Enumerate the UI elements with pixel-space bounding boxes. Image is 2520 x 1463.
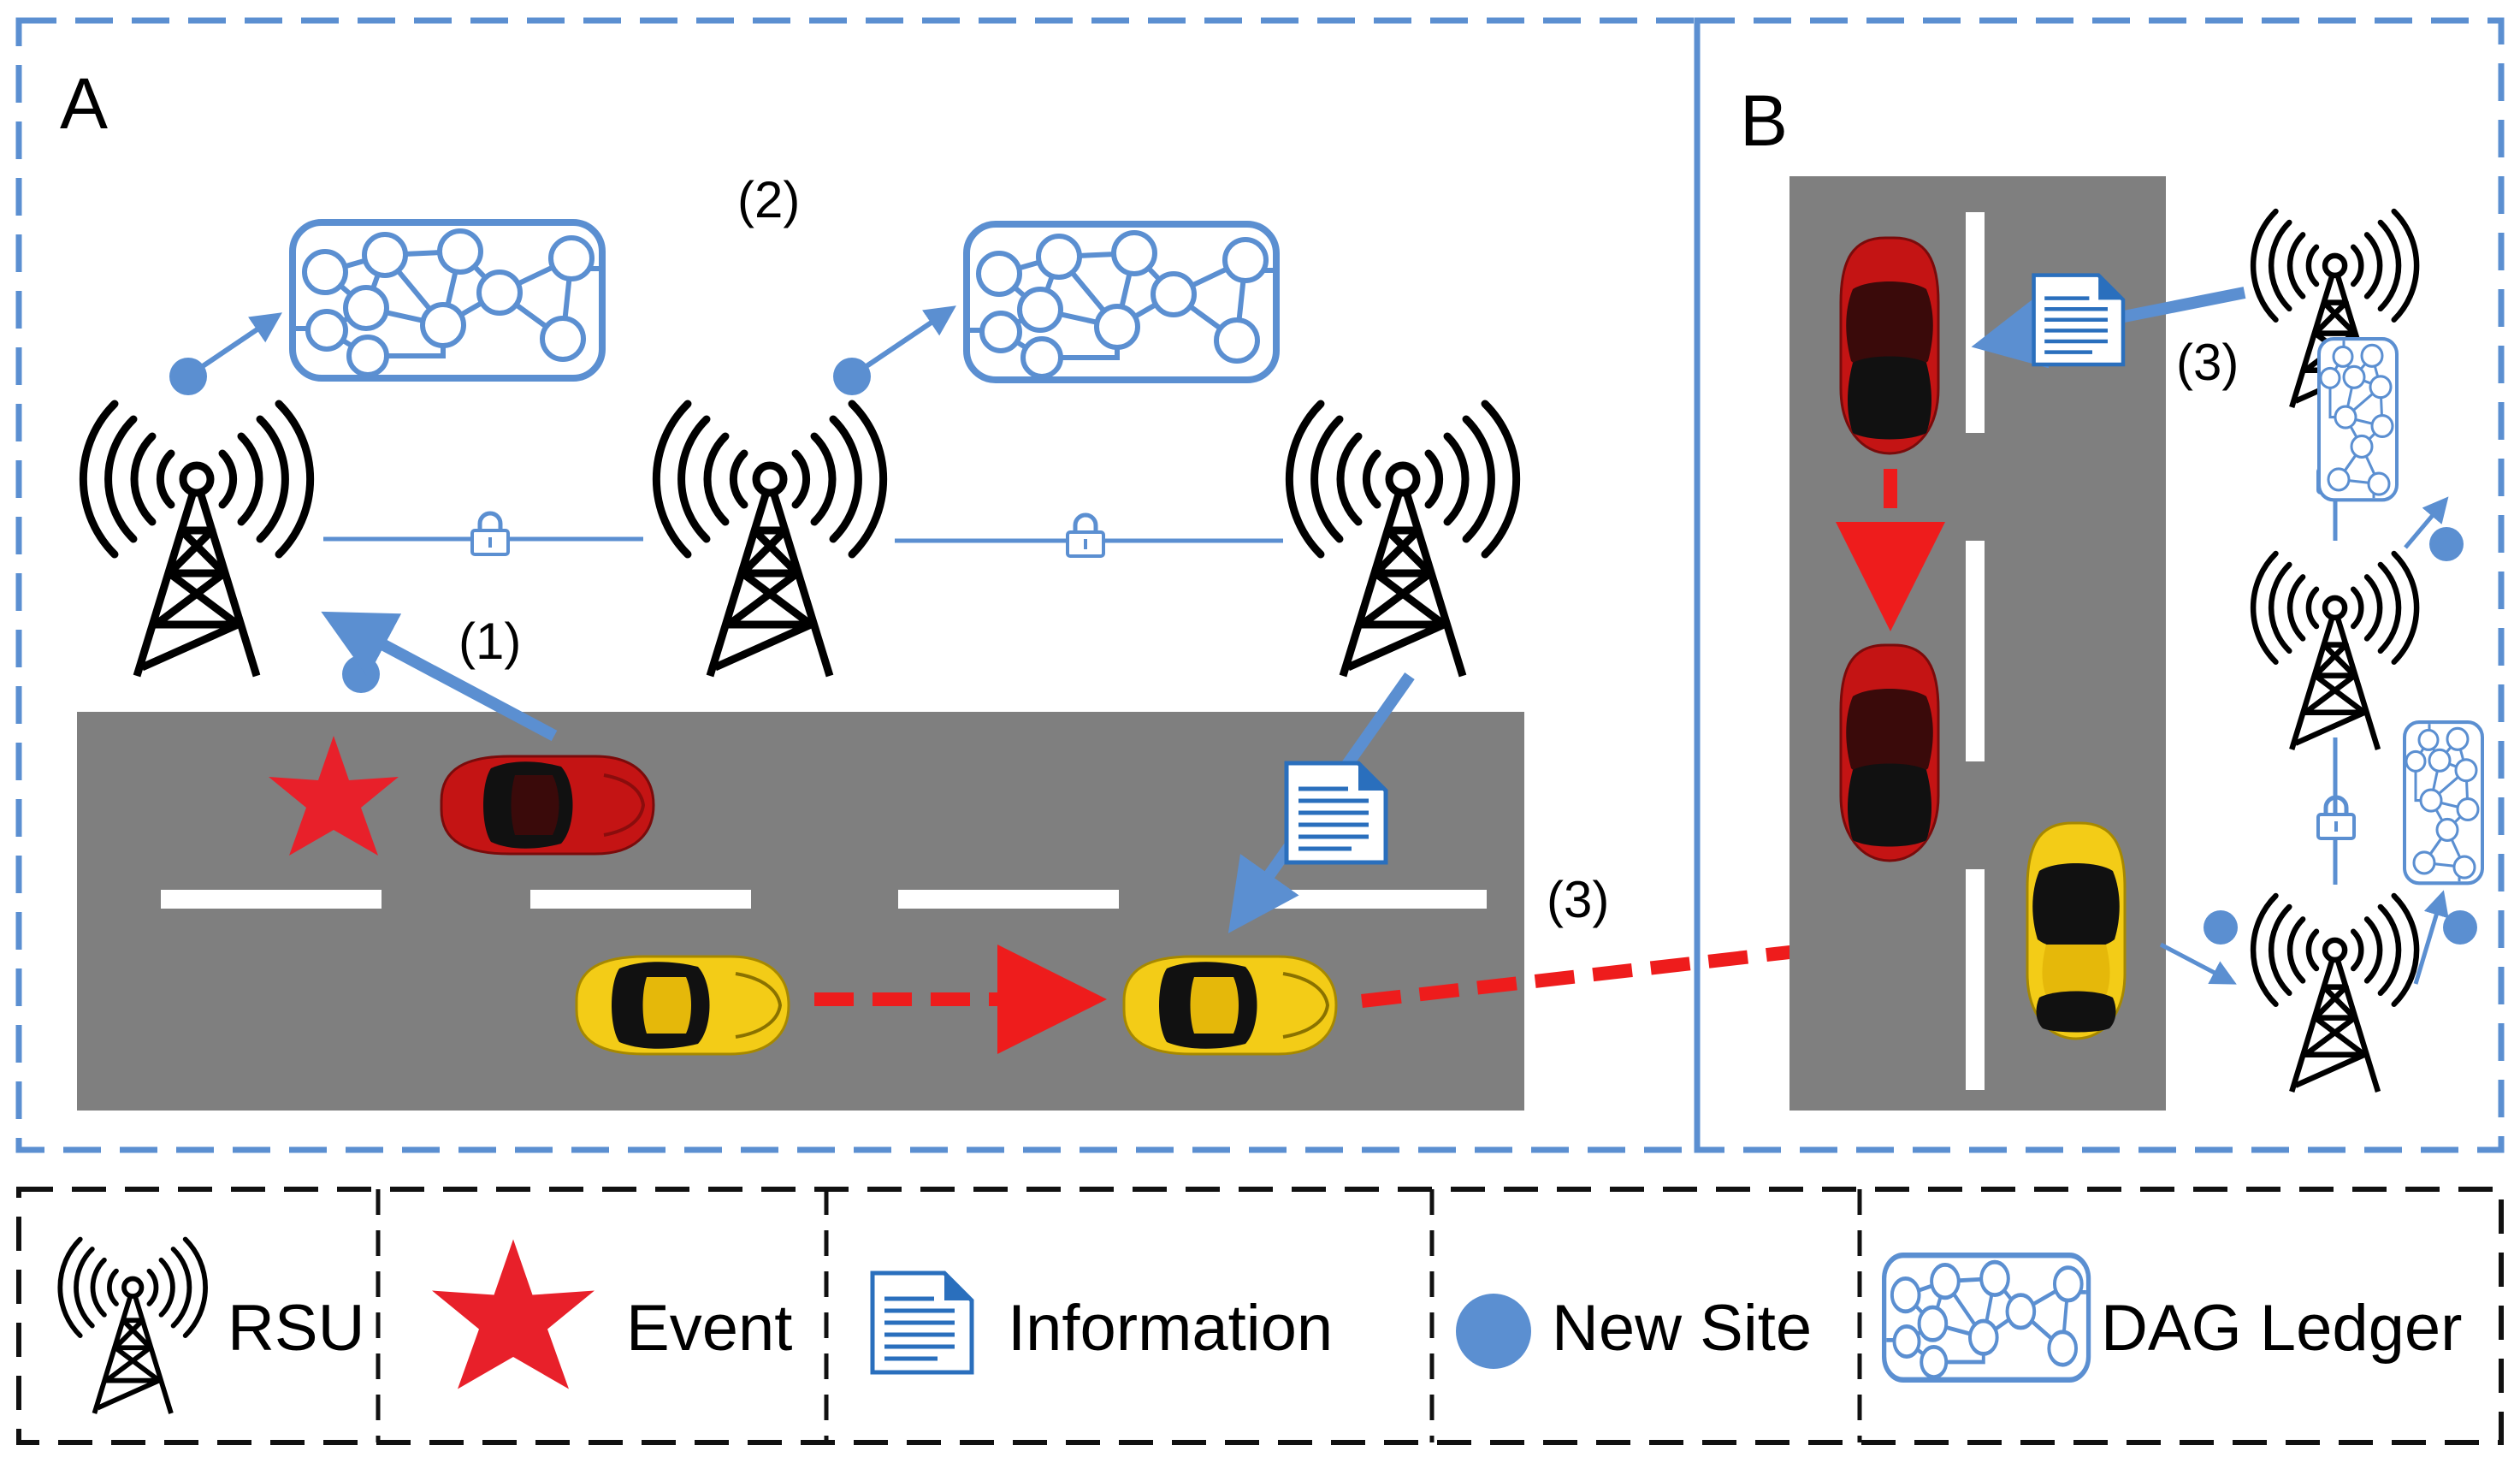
dag-ledger-icon [2319, 339, 2397, 500]
dag-ledger-icon [2405, 722, 2482, 883]
rsu-tower-icon [1289, 404, 1516, 676]
legend-label-new-site: New Site [1552, 1292, 1812, 1365]
dag-ledger-icon [293, 222, 602, 378]
rsu-tower-icon [656, 404, 883, 676]
car-yellow [2026, 821, 2127, 1040]
report-arrow [321, 611, 558, 742]
legend-item-information: Information [873, 1273, 1333, 1372]
lock-icon [1068, 515, 1103, 556]
car-yellow [1122, 955, 1338, 1056]
dag-ledger-icon [1884, 1255, 2089, 1380]
rsu-tower-icon [60, 1239, 205, 1413]
new-site-dot-icon [342, 655, 380, 693]
new-site-dot-icon [2429, 527, 2464, 561]
legend-dividers [376, 1189, 1862, 1442]
document-icon [2034, 275, 2123, 364]
step-label-3b: (3) [2176, 334, 2239, 391]
legend-label-dag-ledger: DAG Ledger [2101, 1292, 2462, 1365]
new-site-dot-icon [2204, 910, 2238, 945]
panel-a-border [15, 17, 1701, 1153]
lane-markings-a [161, 890, 1487, 909]
panel-a-label: A [60, 63, 108, 144]
new-site-dot-icon [2443, 910, 2477, 945]
ledger-update-arrow [2159, 942, 2237, 985]
ledger-update-arrow [2404, 496, 2449, 549]
step-label-2: (2) [737, 171, 800, 228]
legend-item-event: Event [432, 1239, 792, 1389]
step-label-1: (1) [458, 613, 521, 670]
new-site-dot-icon [169, 358, 207, 395]
event-star-icon [432, 1239, 595, 1389]
new-site-dot-icon [1456, 1294, 1531, 1369]
legend-label-information: Information [1008, 1292, 1333, 1365]
ledger-update-arrow [2413, 890, 2449, 985]
lock-icon [472, 513, 508, 554]
legend-item-new-site: New Site [1456, 1292, 1812, 1369]
panel-b-border [1694, 17, 2505, 1153]
panel-b-label: B [1740, 80, 1788, 161]
car-red [1839, 643, 1940, 862]
document-icon [873, 1273, 972, 1372]
lane-markings-b [1966, 212, 1985, 1090]
legend-item-dag-ledger: DAG Ledger [1884, 1255, 2462, 1380]
car-red [440, 755, 655, 856]
ledger-update-arrow [862, 305, 956, 370]
legend-label-rsu: RSU [228, 1292, 364, 1365]
new-site-dot-icon [833, 358, 871, 395]
step-label-3a: (3) [1547, 871, 1609, 928]
legend-label-event: Event [626, 1292, 792, 1365]
rsu-tower-icon [83, 404, 310, 676]
legend-border [16, 1187, 2504, 1445]
rsu-tower-icon [2253, 554, 2416, 749]
document-icon [1287, 763, 1386, 862]
ledger-update-arrow [198, 312, 282, 370]
dag-ledger-icon [967, 224, 1276, 380]
car-red [1839, 236, 1940, 455]
legend-item-rsu: RSU [60, 1239, 364, 1413]
car-yellow [575, 955, 790, 1056]
rsu-tower-icon [2253, 896, 2416, 1092]
